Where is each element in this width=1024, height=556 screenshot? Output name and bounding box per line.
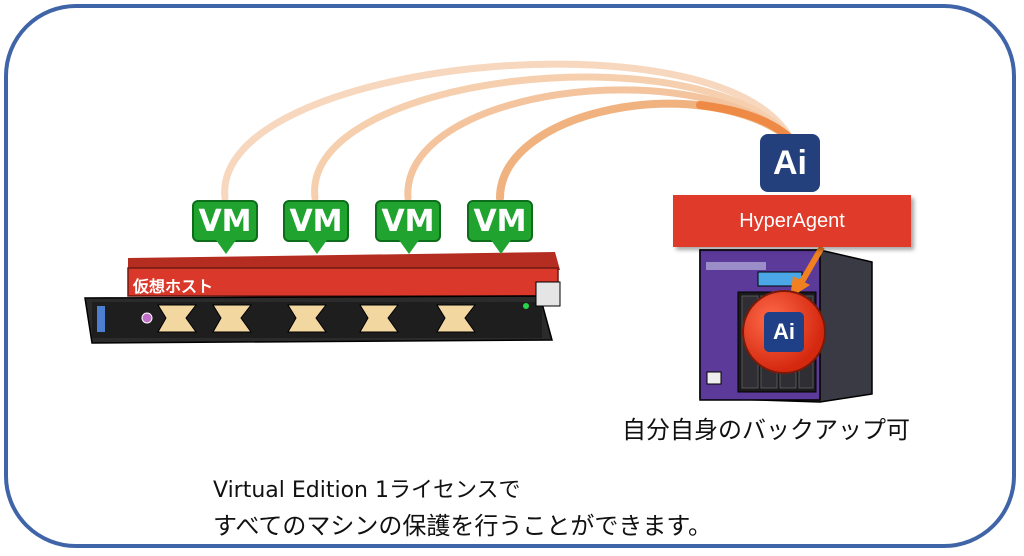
- nas-ai-badge: Ai: [742, 290, 826, 374]
- arc-vm3: [404, 86, 794, 202]
- summary-line-2: すべてのマシンの保護を行うことができます。: [213, 512, 712, 540]
- arc-tail: [696, 101, 794, 142]
- nas-caption: 自分自身のバックアップ可: [622, 416, 910, 444]
- vm-tag-4: VM: [467, 200, 533, 254]
- arc-vm2: [311, 73, 794, 202]
- summary-line-1: Virtual Edition 1ライセンスで: [213, 478, 521, 503]
- vm-tag-2: VM: [283, 200, 349, 254]
- arc-vm1: [221, 60, 794, 202]
- hyperagent-label: HyperAgent: [739, 210, 845, 232]
- server-icon: [84, 252, 561, 344]
- nas-ai-badge-text: Ai: [764, 312, 804, 352]
- hyperagent-box: HyperAgent: [673, 195, 911, 247]
- ai-logo-icon: Ai: [760, 134, 820, 192]
- arc-group: [221, 60, 794, 202]
- rounded-frame: [4, 4, 1016, 548]
- vm-tag-3: VM: [375, 200, 441, 254]
- virtual-host-label: 仮想ホスト: [133, 277, 214, 296]
- vm-tag-1: VM: [192, 200, 258, 254]
